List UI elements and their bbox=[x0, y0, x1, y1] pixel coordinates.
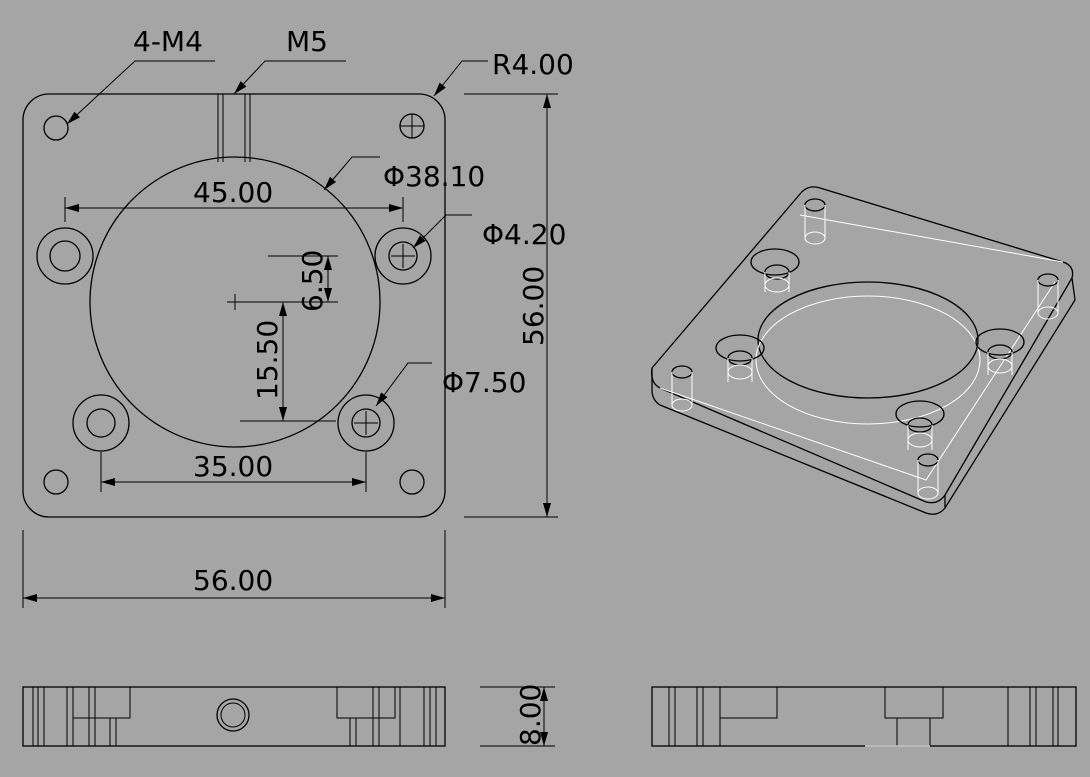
counterbore-profile bbox=[719, 687, 778, 719]
label-small-hole-dia: Φ4.20 bbox=[482, 218, 566, 251]
iso-hole bbox=[1037, 273, 1059, 287]
counterbore-hole bbox=[388, 241, 418, 271]
label-height: 56.00 bbox=[517, 266, 550, 346]
side-view bbox=[22, 686, 446, 747]
front-view bbox=[22, 93, 446, 518]
iso-hole bbox=[917, 453, 939, 467]
label-thickness: 8.00 bbox=[514, 684, 547, 746]
iso-hole-wall bbox=[671, 372, 693, 405]
label-width: 56.00 bbox=[193, 564, 273, 597]
label-offset-large: 15.50 bbox=[251, 320, 284, 400]
corner-hole bbox=[43, 469, 69, 495]
leader-large-hole bbox=[375, 362, 432, 407]
iso-inner-edge bbox=[659, 281, 1056, 481]
iso-hole bbox=[671, 365, 693, 379]
corner-hole bbox=[43, 115, 69, 141]
counterbore-hole bbox=[374, 227, 432, 285]
iso-counterbore bbox=[750, 248, 800, 293]
label-hole-spacing-top: 45.00 bbox=[193, 176, 273, 209]
counterbore-hole bbox=[351, 408, 381, 438]
iso-inner-edge bbox=[799, 214, 1064, 263]
center-bore bbox=[89, 156, 381, 448]
m5-hole-side bbox=[216, 698, 250, 732]
corner-hole bbox=[399, 469, 425, 495]
label-m5: M5 bbox=[286, 25, 328, 58]
label-hole-spacing-bottom: 35.00 bbox=[193, 450, 273, 483]
iso-hole bbox=[1037, 306, 1059, 320]
iso-hole bbox=[804, 231, 826, 245]
iso-hole bbox=[917, 486, 939, 500]
iso-top-face bbox=[651, 186, 1074, 504]
iso-counterbore bbox=[975, 328, 1025, 375]
section-view bbox=[651, 686, 1077, 747]
counterbore-hole bbox=[86, 408, 116, 438]
iso-hole bbox=[804, 198, 826, 212]
leader-4m4 bbox=[66, 60, 215, 125]
m5-hole-side bbox=[220, 702, 246, 728]
labels: 4-M4 M5 R4.00 Φ38.10 Φ4.20 Φ7.50 45.00 3… bbox=[133, 25, 574, 746]
dimensions bbox=[22, 93, 558, 747]
iso-bore bbox=[757, 281, 979, 399]
iso-bore bbox=[755, 295, 981, 425]
iso-hole-wall bbox=[917, 460, 939, 493]
iso-hole-wall bbox=[1037, 280, 1059, 313]
leaders bbox=[66, 60, 488, 407]
counterbore-hole bbox=[337, 394, 395, 452]
label-4m4: 4-M4 bbox=[133, 25, 203, 58]
iso-side-face bbox=[651, 277, 1076, 515]
leader-m5 bbox=[233, 60, 346, 95]
leader-small-hole bbox=[412, 214, 472, 249]
label-offset-small: 6.50 bbox=[296, 250, 329, 312]
iso-hole-wall bbox=[804, 205, 826, 238]
counterbore-hole bbox=[72, 394, 130, 452]
label-r4: R4.00 bbox=[492, 48, 574, 81]
counterbore-profile bbox=[336, 687, 396, 719]
counterbore-profile bbox=[72, 687, 131, 719]
label-large-hole-dia: Φ7.50 bbox=[442, 366, 526, 399]
isometric-view bbox=[651, 186, 1076, 515]
iso-counterbore bbox=[895, 400, 945, 450]
counterbore-hole bbox=[36, 227, 94, 285]
counterbore-profile bbox=[884, 687, 944, 719]
leader-bore bbox=[323, 156, 380, 191]
iso-counterbore bbox=[715, 334, 765, 382]
counterbore-hole bbox=[49, 240, 81, 272]
label-bore-dia: Φ38.10 bbox=[383, 160, 485, 193]
iso-hole bbox=[671, 398, 693, 412]
section-outline bbox=[651, 686, 1077, 747]
side-outline bbox=[22, 686, 446, 747]
leader-r4 bbox=[433, 60, 488, 97]
